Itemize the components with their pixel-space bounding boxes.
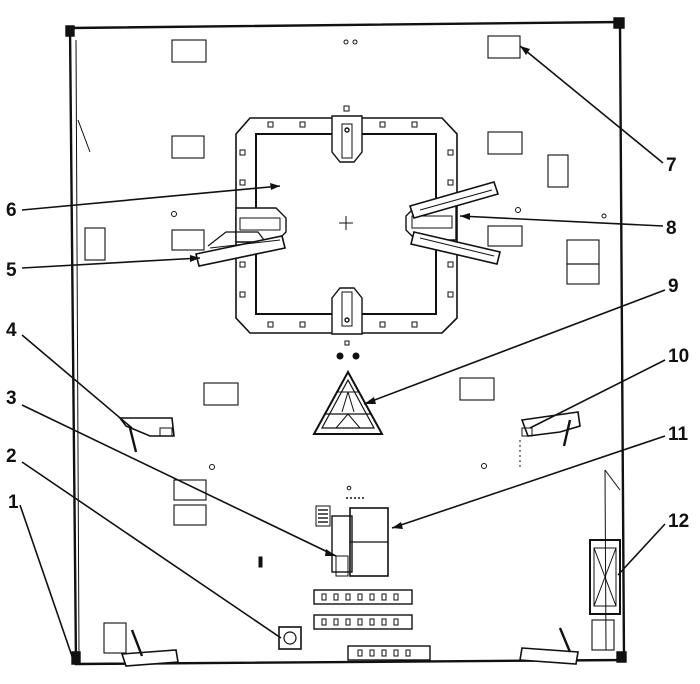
bottom-clamps <box>120 627 579 667</box>
terminal-strips <box>313 589 431 661</box>
callout-3: 3 <box>6 388 17 409</box>
callout-7: 7 <box>666 155 677 176</box>
leader-lines <box>19 45 666 663</box>
callout-11: 11 <box>668 424 689 445</box>
left-side-clamp <box>118 417 175 453</box>
left-lever <box>195 231 286 267</box>
callout-6: 6 <box>6 200 17 221</box>
right-side-clamp <box>520 411 581 447</box>
crossed-box <box>589 539 621 615</box>
callout-10: 10 <box>668 346 689 367</box>
right-levers <box>408 181 501 265</box>
callout-4: 4 <box>6 320 17 341</box>
callout-8: 8 <box>666 218 677 239</box>
callout-1: 1 <box>8 492 19 513</box>
callout-5: 5 <box>6 260 17 281</box>
callout-9: 9 <box>668 276 679 297</box>
control-module <box>315 497 389 577</box>
callout-labels: 1 2 3 4 5 6 7 8 9 10 11 12 <box>6 155 689 532</box>
center-frame <box>235 105 458 346</box>
panel-outline <box>65 17 627 666</box>
callout-2: 2 <box>6 446 17 467</box>
round-button <box>278 626 302 650</box>
holes <box>171 39 607 568</box>
callout-12: 12 <box>668 511 689 532</box>
leader-arrowheads <box>190 46 530 556</box>
